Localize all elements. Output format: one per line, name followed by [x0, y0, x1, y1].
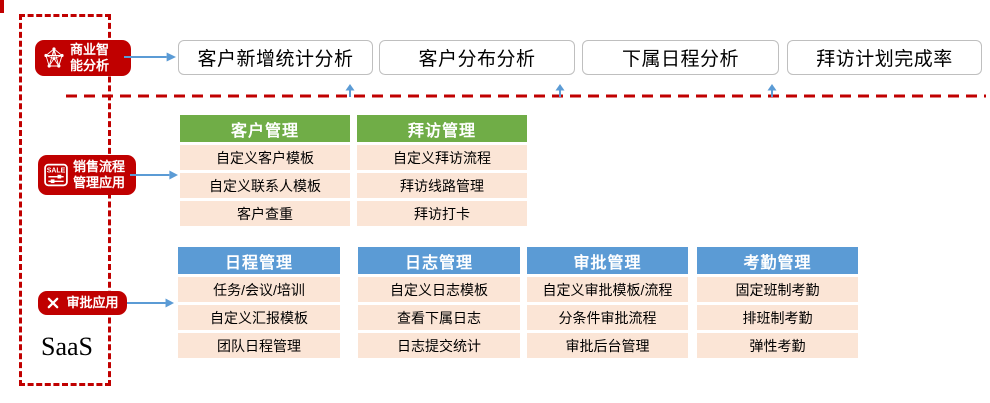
analysis-box-visit-plan-completion: 拜访计划完成率 — [787, 40, 982, 75]
table-cell: 团队日程管理 — [178, 333, 340, 358]
table-cell: 分条件审批流程 — [527, 305, 688, 330]
table-cell: 自定义日志模板 — [358, 277, 520, 302]
table-header: 日程管理 — [178, 247, 340, 274]
table-cell: 自定义客户模板 — [180, 145, 350, 170]
analysis-box-new-customer-stats: 客户新增统计分析 — [178, 40, 373, 75]
table-cell: 排班制考勤 — [697, 305, 858, 330]
flow-arrow-icon — [124, 52, 176, 62]
network-graph-icon — [44, 47, 64, 68]
table-cell: 自定义联系人模板 — [180, 173, 350, 198]
table-schedule-management: 日程管理任务/会议/培训自定义汇报模板团队日程管理 — [178, 247, 340, 358]
table-cell: 弹性考勤 — [697, 333, 858, 358]
table-cell: 审批后台管理 — [527, 333, 688, 358]
table-approval-management: 审批管理自定义审批模板/流程分条件审批流程审批后台管理 — [527, 247, 688, 358]
up-arrow-icon — [767, 84, 777, 97]
label-text: 商业智能分析 — [70, 42, 110, 73]
table-cell: 任务/会议/培训 — [178, 277, 340, 302]
up-arrow-icon — [555, 84, 565, 97]
sale-icon-text: SALE — [47, 167, 66, 174]
table-header: 审批管理 — [527, 247, 688, 274]
table-log-management: 日志管理自定义日志模板查看下属日志日志提交统计 — [358, 247, 520, 358]
dashed-fragment — [0, 0, 4, 13]
saas-platform-label: SaaS — [41, 332, 93, 361]
table-cell: 查看下属日志 — [358, 305, 520, 330]
table-cell: 日志提交统计 — [358, 333, 520, 358]
table-cell: 客户查重 — [180, 201, 350, 226]
crossed-tools-icon — [48, 297, 59, 309]
table-header: 拜访管理 — [357, 115, 527, 142]
table-cell: 自定义审批模板/流程 — [527, 277, 688, 302]
table-attendance-management: 考勤管理固定班制考勤排班制考勤弹性考勤 — [697, 247, 858, 358]
table-cell: 自定义汇报模板 — [178, 305, 340, 330]
table-cell: 固定班制考勤 — [697, 277, 858, 302]
up-arrow-icon — [345, 84, 355, 97]
table-header: 考勤管理 — [697, 247, 858, 274]
label-text: 审批应用 — [66, 295, 119, 311]
analysis-box-subordinate-schedule: 下属日程分析 — [582, 40, 779, 75]
table-header: 客户管理 — [180, 115, 350, 142]
table-visit-management: 拜访管理自定义拜访流程拜访线路管理拜访打卡 — [357, 115, 527, 226]
saas-dashed-frame — [19, 14, 111, 386]
label-approval-app: 审批应用 — [38, 291, 127, 315]
flow-arrow-icon — [127, 298, 174, 308]
label-business-intelligence: 商业智能分析 — [35, 40, 131, 76]
label-text: 销售流程管理应用 — [73, 159, 126, 190]
table-header: 日志管理 — [358, 247, 520, 274]
label-sales-process-apps: SALE 销售流程管理应用 — [38, 155, 136, 195]
sale-sliders-icon: SALE — [44, 163, 68, 187]
table-cell: 拜访线路管理 — [357, 173, 527, 198]
table-cell: 拜访打卡 — [357, 201, 527, 226]
analysis-box-customer-distribution: 客户分布分析 — [379, 40, 575, 75]
table-cell: 自定义拜访流程 — [357, 145, 527, 170]
table-customer-management: 客户管理自定义客户模板自定义联系人模板客户查重 — [180, 115, 350, 226]
dashed-connector-line — [66, 94, 986, 98]
flow-arrow-icon — [130, 170, 178, 180]
